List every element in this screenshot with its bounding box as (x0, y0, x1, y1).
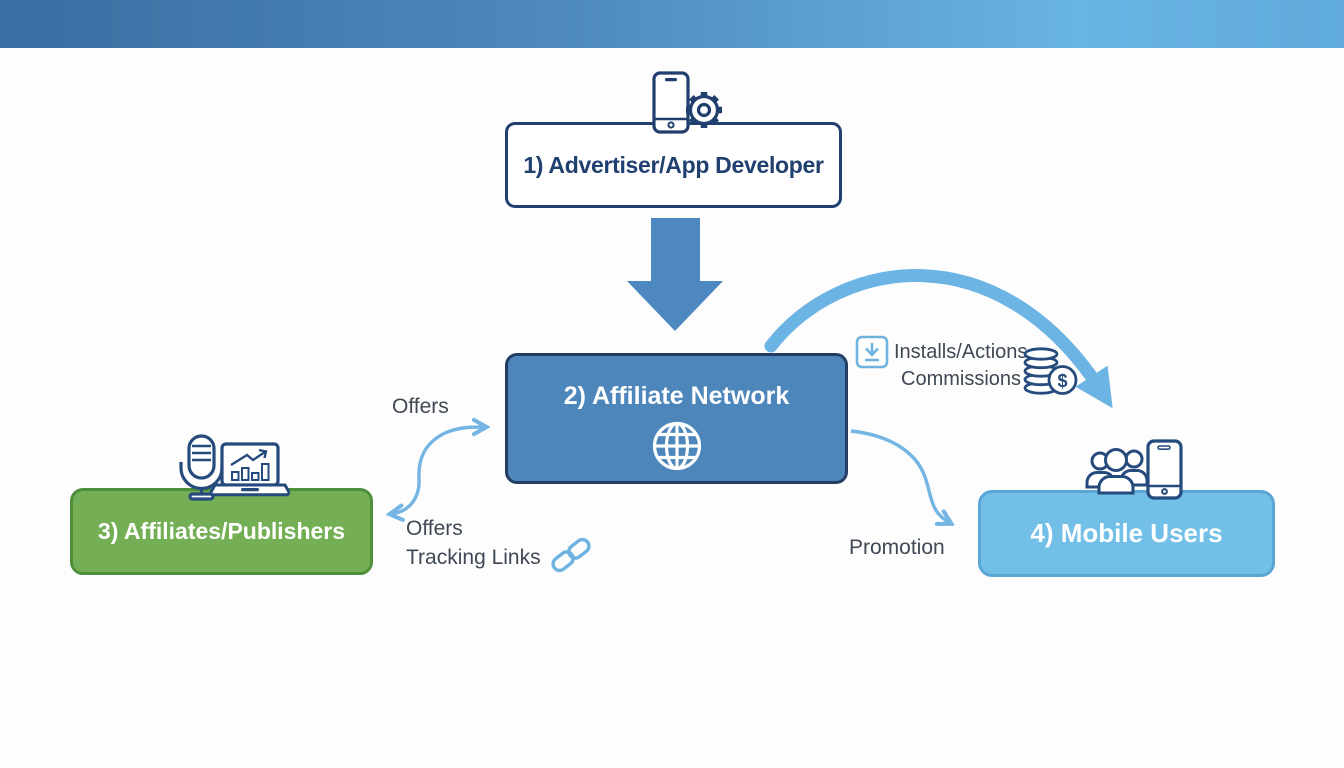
label-commissions-line: Commissions (901, 368, 1022, 390)
label-tracking-links-line: Tracking Links (406, 546, 541, 569)
node-advertiser-label: 1) Advertiser/App Developer (523, 151, 824, 178)
node-affiliates-publishers: 3) Affiliates/Publishers (70, 488, 373, 575)
label-offers-to-network: Offers (392, 395, 449, 418)
label-installs-actions-line: Installs/Actions (894, 341, 1028, 363)
people-group-smartphone-icon (1085, 439, 1183, 500)
download-icon (855, 335, 889, 369)
arrow-promotion (850, 429, 950, 523)
node-mobile-users: 4) Mobile Users (978, 490, 1275, 577)
node-mobile-users-label: 4) Mobile Users (1030, 518, 1223, 548)
top-banner (0, 0, 1344, 48)
node-affiliates-publishers-label: 3) Affiliates/Publishers (97, 518, 346, 544)
node-affiliate-network-label: 2) Affiliate Network (563, 382, 790, 410)
dollar-glyph: $ (1057, 371, 1067, 391)
link-icon (551, 537, 591, 573)
label-offers-tracking-links: Offers Tracking Links (406, 514, 541, 572)
label-offers-line: Offers (406, 517, 463, 540)
arrow-advertiser-to-network (627, 218, 723, 331)
coins-dollar-icon: $ (1023, 347, 1078, 395)
microphone-laptop-chart-icon (179, 434, 290, 501)
smartphone-gear-icon (652, 71, 722, 134)
arrow-offers-curve (391, 427, 485, 514)
label-promotion: Promotion (849, 536, 945, 559)
label-installs-commissions: Installs/Actions Commissions (894, 339, 1027, 393)
globe-icon (652, 421, 701, 471)
node-affiliate-network: 2) Affiliate Network (505, 353, 848, 484)
node-advertiser: 1) Advertiser/App Developer (505, 122, 842, 208)
